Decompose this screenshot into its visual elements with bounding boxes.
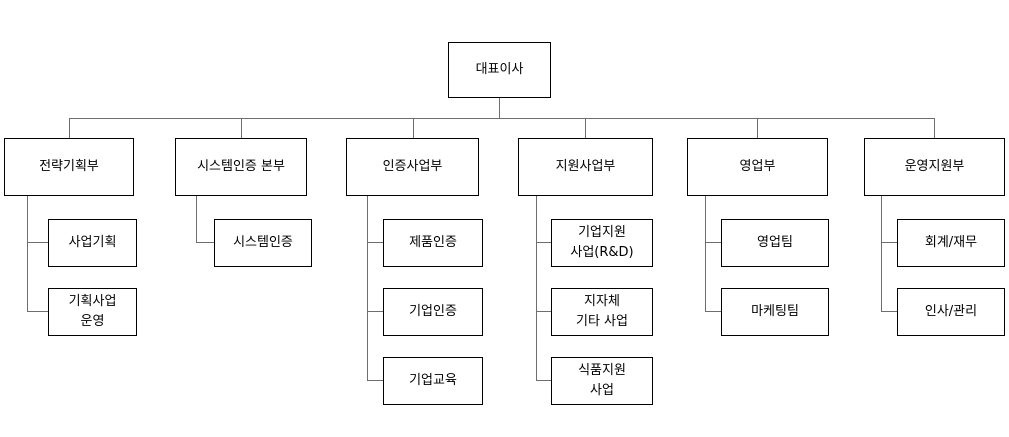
connector-dept-4-up	[585, 118, 586, 139]
connector-dept-3-spine	[367, 195, 368, 381]
department-system-certification: 시스템인증 본부	[175, 138, 307, 196]
ceo-box: 대표이사	[448, 42, 551, 98]
connector-team-5-2	[705, 311, 721, 312]
team-corporate-support-rnd: 기업지원 사업(R&D)	[551, 219, 653, 267]
connector-dept-4-spine	[536, 195, 537, 381]
connector-team-6-1	[881, 242, 897, 243]
team-sales: 영업팀	[721, 219, 829, 267]
team-system-certification: 시스템인증	[214, 219, 312, 267]
connector-main-horizontal	[69, 118, 935, 119]
team-product-certification: 제품인증	[383, 219, 483, 267]
connector-dept-2-up	[241, 118, 242, 139]
team-corporate-certification: 기업인증	[383, 288, 483, 336]
connector-dept-5-up	[757, 118, 758, 139]
team-corporate-education: 기업교육	[383, 357, 483, 405]
department-sales: 영업부	[687, 138, 828, 196]
team-hr-administration: 인사/관리	[897, 288, 1005, 336]
team-food-support: 식품지원 사업	[551, 357, 653, 405]
team-accounting-finance: 회계/재무	[897, 219, 1005, 267]
connector-team-4-2	[536, 311, 551, 312]
department-certification-business: 인증사업부	[346, 138, 479, 196]
department-support-business: 지원사업부	[518, 138, 653, 196]
team-business-planning: 사업기획	[48, 219, 137, 267]
connector-team-3-1	[367, 242, 383, 243]
connector-dept-5-spine	[705, 195, 706, 312]
department-operations-support: 운영지원부	[864, 138, 1005, 196]
team-planning-operations: 기획사업 운영	[48, 288, 137, 336]
department-strategy-planning: 전략기획부	[4, 138, 134, 196]
connector-dept-6-spine	[881, 195, 882, 312]
team-marketing: 마케팅팀	[721, 288, 829, 336]
team-local-government-other: 지자체 기타 사업	[551, 288, 653, 336]
connector-team-4-1	[536, 242, 551, 243]
connector-team-1-2	[27, 311, 48, 312]
connector-team-4-3	[536, 380, 551, 381]
connector-team-6-2	[881, 311, 897, 312]
connector-ceo-down	[499, 97, 500, 119]
connector-dept-1-spine	[27, 195, 28, 312]
connector-team-3-3	[367, 380, 383, 381]
connector-team-3-2	[367, 311, 383, 312]
connector-team-1-1	[27, 242, 48, 243]
connector-dept-6-up	[934, 118, 935, 139]
connector-team-2-1	[196, 242, 214, 243]
connector-dept-2-spine	[196, 195, 197, 243]
connector-dept-1-up	[69, 118, 70, 139]
connector-team-5-1	[705, 242, 721, 243]
connector-dept-3-up	[413, 118, 414, 139]
